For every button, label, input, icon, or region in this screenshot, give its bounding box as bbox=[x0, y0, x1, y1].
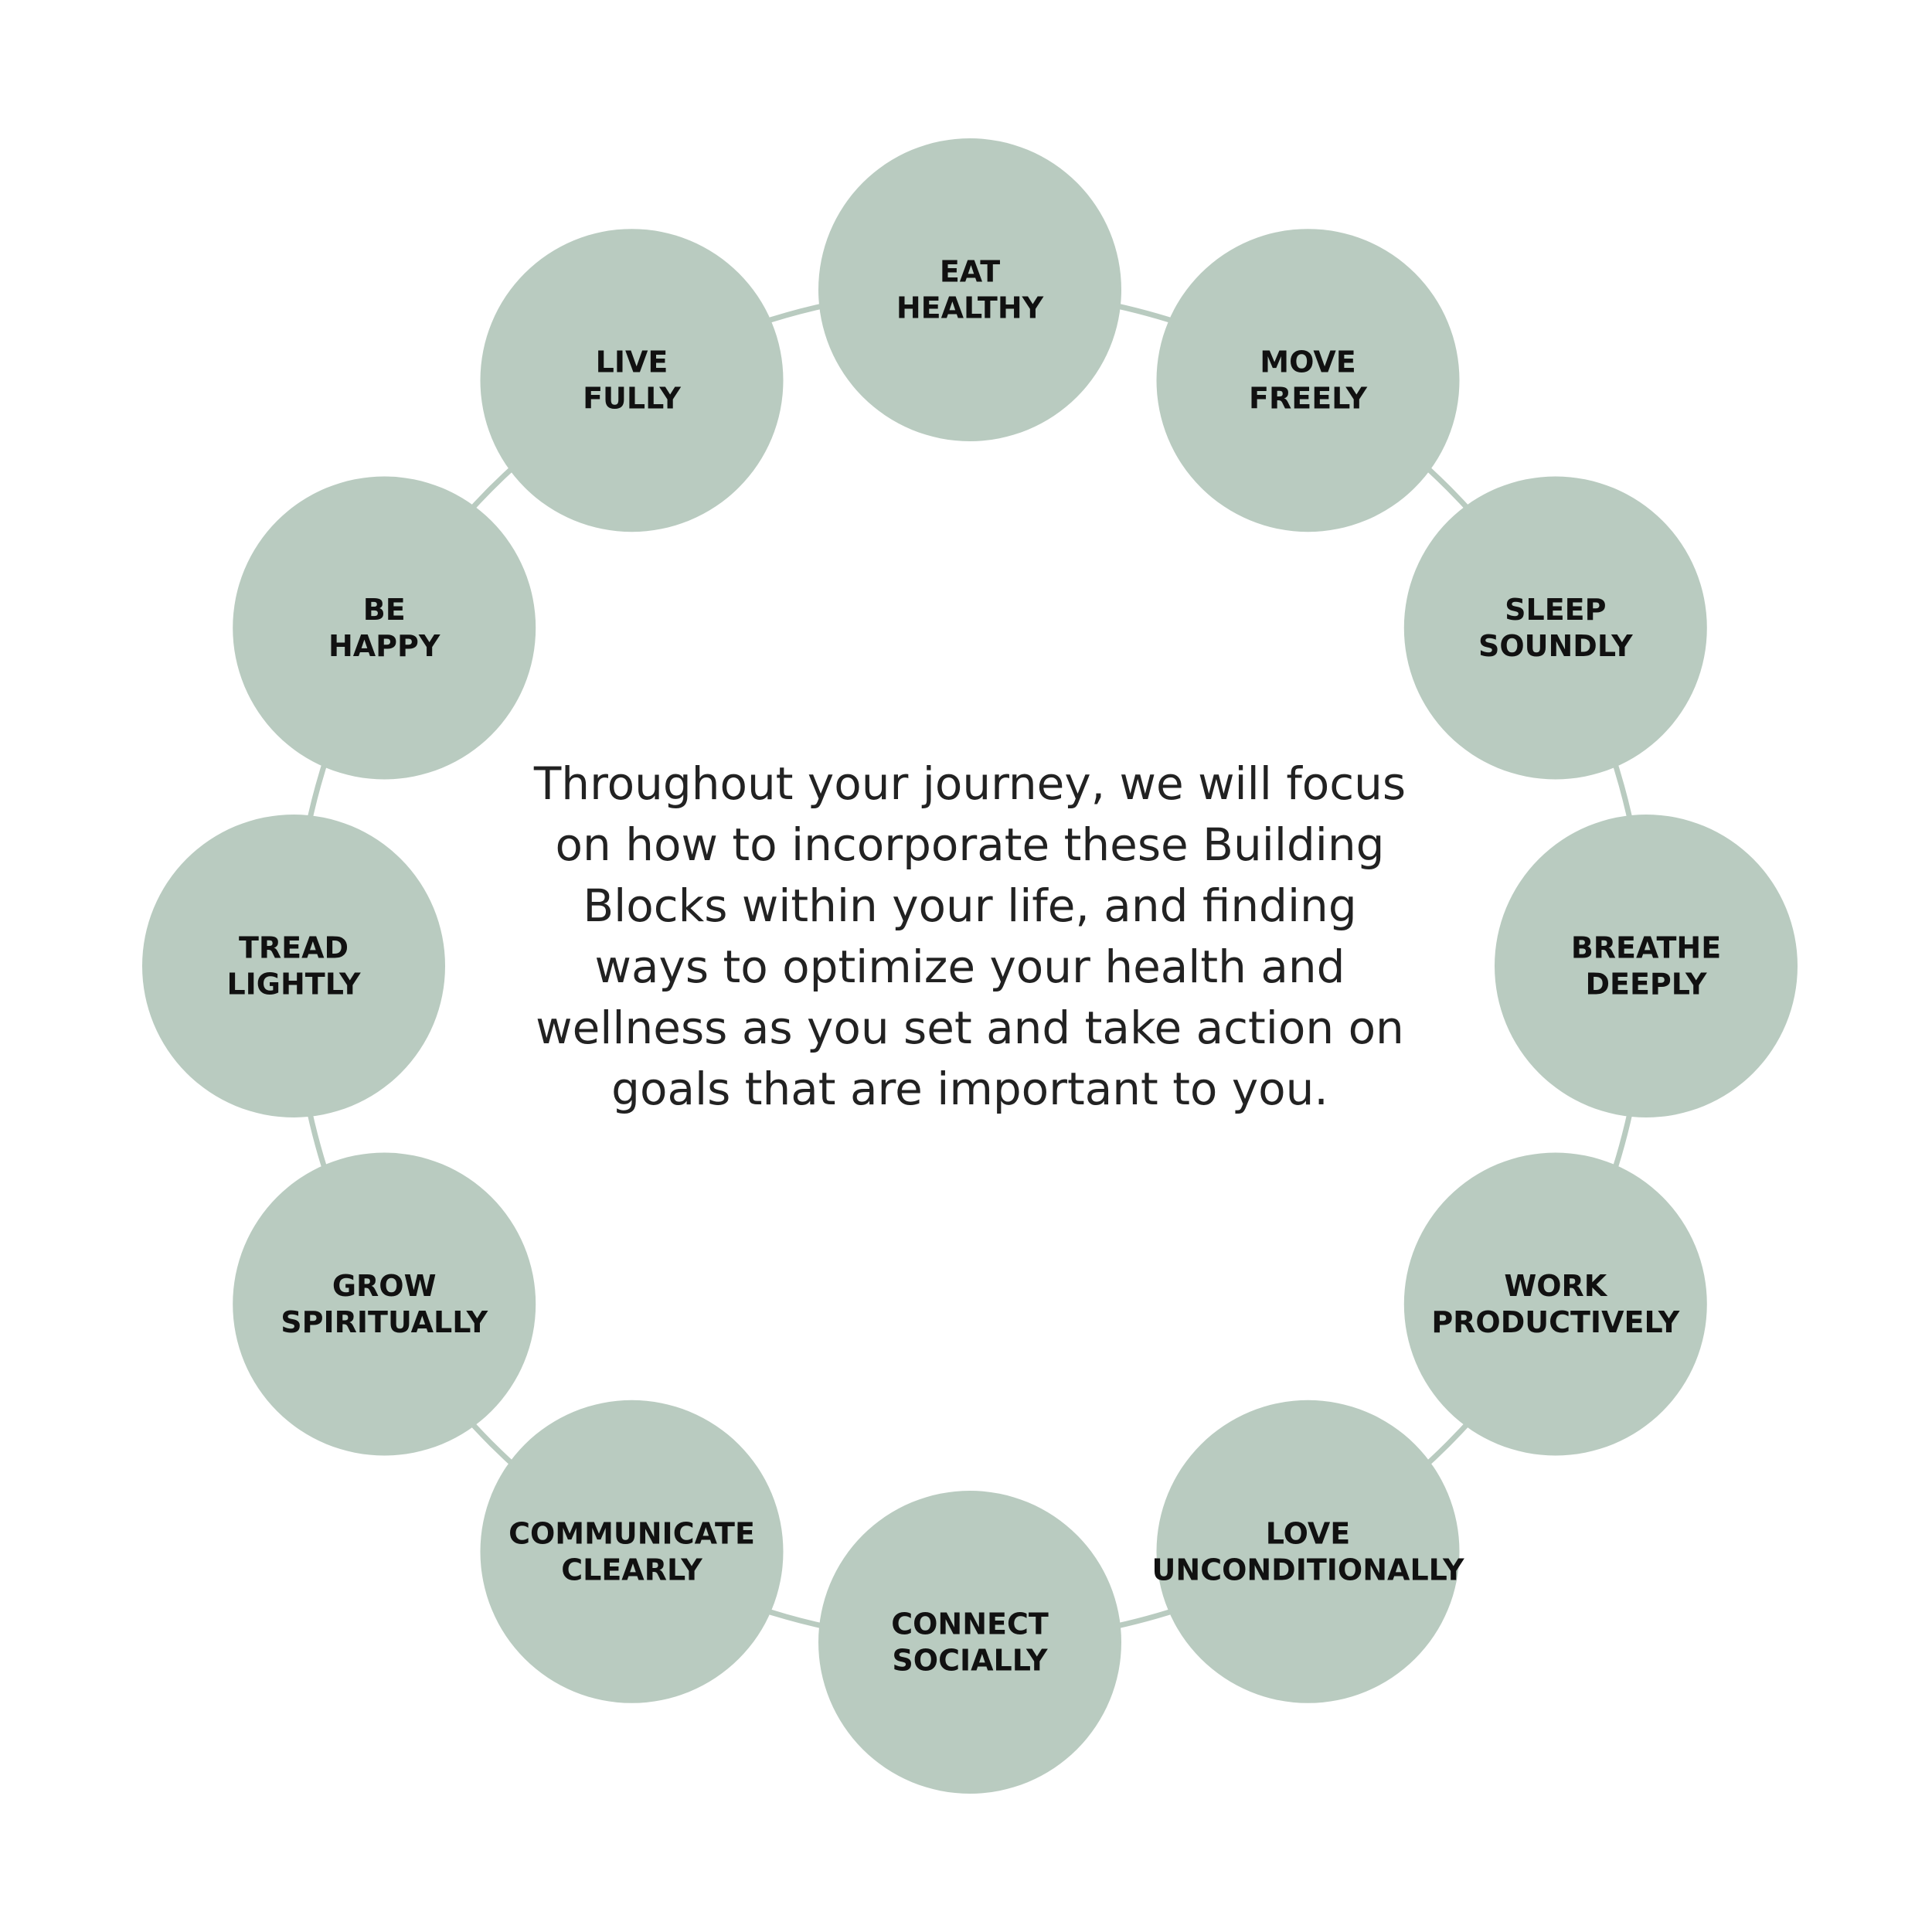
node-circle bbox=[233, 476, 536, 780]
node-label-line: SOCIALLY bbox=[892, 1644, 1048, 1678]
node-label-line: MOVE bbox=[1260, 345, 1355, 379]
node-circle bbox=[480, 1400, 784, 1703]
node-circle bbox=[1156, 229, 1460, 532]
node-label-line: COMMUNICATE bbox=[509, 1516, 755, 1550]
node-label-line: LIVE bbox=[596, 345, 668, 379]
node-circle bbox=[1403, 476, 1707, 780]
node-label-line: SLEEP bbox=[1505, 593, 1606, 627]
node-circle bbox=[480, 229, 784, 532]
node-label-line: DEEPLY bbox=[1585, 968, 1707, 1002]
node-label-line: EAT bbox=[940, 255, 1000, 289]
node-label-line: UNCONDITIONALLY bbox=[1152, 1553, 1464, 1587]
node-circle bbox=[142, 815, 445, 1117]
node-label-line: PRODUCTIVELY bbox=[1431, 1305, 1679, 1339]
node-circle bbox=[818, 138, 1121, 441]
node-label-line: BE bbox=[363, 593, 406, 627]
node-label-line: HAPPY bbox=[328, 629, 440, 663]
node-label-line: CLEARLY bbox=[561, 1553, 702, 1587]
node-label-line: LIGHTLY bbox=[226, 968, 361, 1002]
node-label-line: BREATHE bbox=[1571, 931, 1721, 965]
node-circle bbox=[1403, 1152, 1707, 1456]
node-circle bbox=[1156, 1400, 1460, 1703]
node-label-line: FULLY bbox=[583, 382, 681, 416]
node-circle bbox=[233, 1152, 536, 1456]
node-label-line: LOVE bbox=[1266, 1516, 1351, 1550]
node-label-line: SPIRITUALLY bbox=[281, 1305, 488, 1339]
node-circle bbox=[1495, 815, 1798, 1117]
node-label-line: WORK bbox=[1504, 1269, 1607, 1303]
node-label-line: CONNECT bbox=[891, 1607, 1049, 1641]
node-circle bbox=[818, 1491, 1121, 1794]
node-label-line: FREELY bbox=[1249, 382, 1367, 416]
node-label-line: TREAD bbox=[239, 931, 349, 965]
node-label-line: GROW bbox=[332, 1269, 437, 1303]
center-description: Throughout your journey, we will focus o… bbox=[533, 757, 1406, 1115]
node-label-line: SOUNDLY bbox=[1478, 629, 1633, 663]
node-label-line: HEALTHY bbox=[896, 291, 1044, 325]
